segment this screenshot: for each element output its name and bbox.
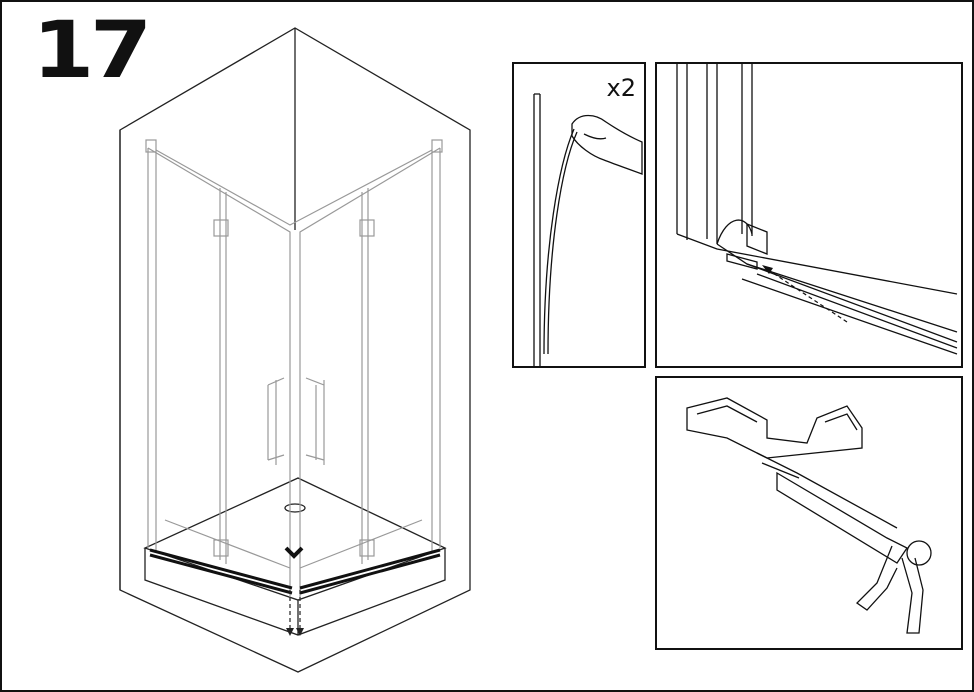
arrow-icon <box>766 268 848 323</box>
door-profile <box>533 93 541 366</box>
right-door-top <box>299 147 441 600</box>
sealant-gun-icon <box>686 397 932 634</box>
seal-strip-edge <box>741 263 958 355</box>
seal-closeup-drawing <box>676 64 958 355</box>
right-hinge-line <box>361 188 369 564</box>
right-wall-profile <box>431 148 441 552</box>
step-number: 17 <box>32 6 152 96</box>
gun-handle <box>901 557 924 634</box>
silicone-strip-panel: x2 <box>512 62 646 368</box>
hand-icon <box>571 114 643 175</box>
frame-profile <box>676 64 688 240</box>
gun-trigger <box>855 545 898 611</box>
hinge-icon <box>359 219 375 237</box>
hinge-icon <box>359 539 375 557</box>
left-wall-profile <box>147 148 157 552</box>
hinge-icon <box>213 219 229 237</box>
gun-plunger <box>906 540 932 566</box>
seal-strip <box>716 243 958 333</box>
sealant-cartridge <box>776 471 908 564</box>
left-door-top <box>147 147 291 600</box>
sealant-nozzle <box>756 452 898 529</box>
right-handle <box>305 377 325 465</box>
sealant-gun-panel <box>655 376 963 650</box>
seal-strip <box>543 128 575 355</box>
left-handle <box>267 377 285 465</box>
corner-seal-icon <box>284 546 304 559</box>
seal-closeup-panel <box>655 62 963 368</box>
left-hinge-line <box>219 188 227 564</box>
drain-icon <box>284 503 306 513</box>
right-seal-strip <box>299 548 441 590</box>
silicone-strip-drawing <box>533 93 643 366</box>
glass-edge <box>706 64 753 244</box>
shower-tray-top <box>143 477 447 601</box>
quantity-label: x2 <box>606 74 636 102</box>
tray-corner <box>686 397 863 459</box>
left-seal-strip <box>149 548 293 590</box>
hinge-icon <box>213 539 229 557</box>
